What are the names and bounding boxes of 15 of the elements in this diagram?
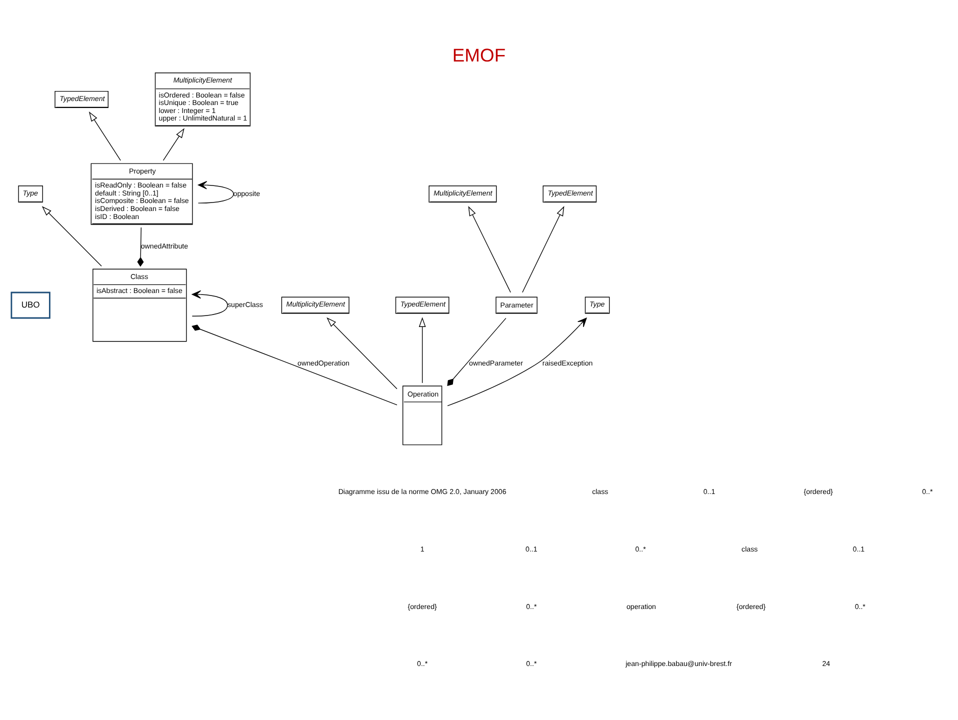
arrow: [326, 316, 398, 389]
arrow: [88, 111, 121, 160]
diagram-title: EMOF: [452, 44, 506, 65]
node-box: UBO: [10, 291, 50, 318]
arrow: [198, 180, 234, 203]
connector: [192, 324, 398, 405]
arrow: [192, 290, 228, 316]
connector: [137, 226, 144, 266]
arrow: [418, 316, 426, 383]
connector: [447, 317, 506, 386]
arrow: [522, 205, 564, 292]
arrow: [447, 317, 587, 406]
arrow: [468, 206, 511, 292]
arrow: [42, 206, 102, 266]
arrow: [162, 128, 184, 160]
